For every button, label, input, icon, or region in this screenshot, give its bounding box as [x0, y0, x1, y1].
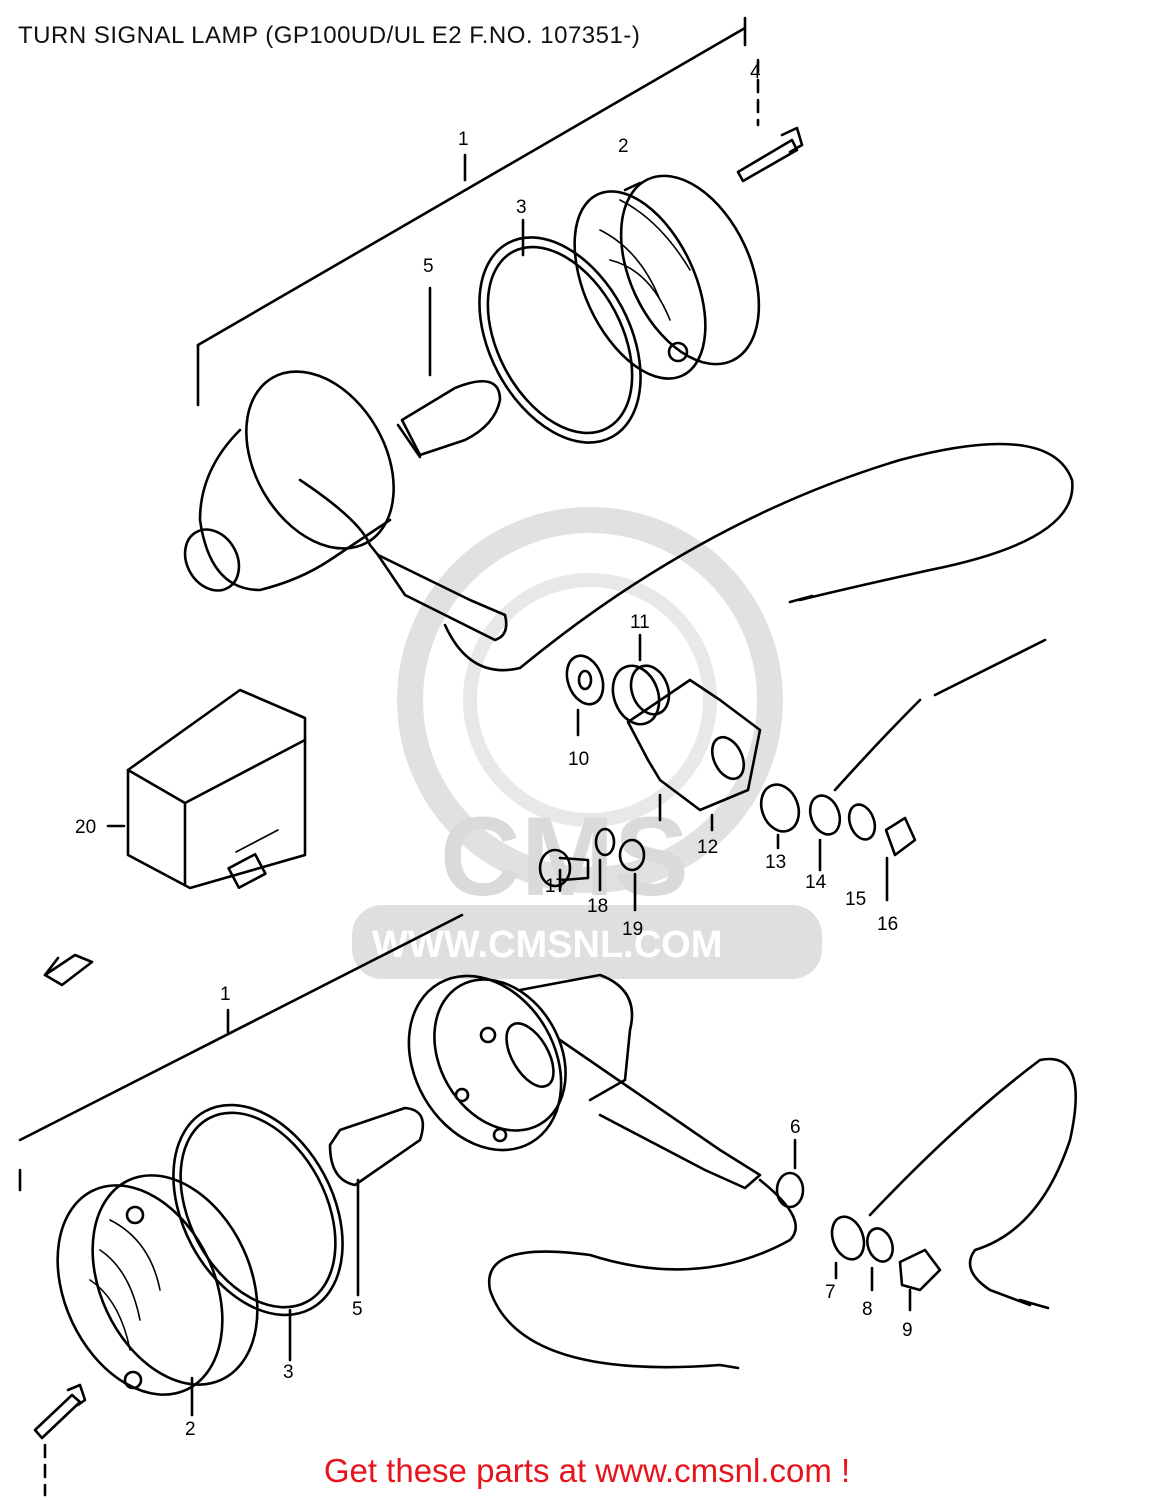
- label-upper-1: 1: [458, 129, 469, 150]
- label-12: 12: [697, 837, 718, 858]
- watermark-url: WWW.CMSNL.COM: [372, 924, 722, 966]
- label-7: 7: [825, 1282, 836, 1303]
- upper-turn-signal-assembly: [183, 16, 1074, 672]
- direction-arrow: [43, 953, 94, 987]
- label-upper-3: 3: [516, 197, 527, 218]
- gasket-3-upper: [478, 218, 642, 444]
- label-19: 19: [622, 919, 643, 940]
- washer-6: [775, 1171, 805, 1209]
- label-10: 10: [568, 749, 589, 770]
- lockwasher-8: [866, 1227, 894, 1263]
- part-number-labels: 1 2 3 4 5 10 11 12 13 14 15 16 17 18 19 …: [75, 62, 913, 1440]
- housing-upper: [183, 370, 508, 642]
- label-8: 8: [862, 1299, 873, 1320]
- label-lower-2: 2: [185, 1419, 196, 1440]
- wire-upper: [443, 442, 1074, 672]
- screw-4-lower: [33, 1383, 87, 1497]
- lower-assembly-bracket: [18, 913, 464, 1142]
- washer-18: [594, 827, 616, 857]
- nut-9: [898, 1248, 942, 1292]
- wire-relay: [833, 638, 1047, 792]
- turn-signal-relay-20: [106, 688, 307, 890]
- upper-assembly-bracket: [196, 26, 747, 347]
- label-6: 6: [790, 1117, 801, 1138]
- bulb-5-upper: [396, 286, 502, 459]
- lens-2-upper: [573, 174, 761, 380]
- label-9: 9: [902, 1320, 913, 1341]
- label-lower-5: 5: [352, 1299, 363, 1320]
- relay-mount-hardware: [538, 633, 1047, 912]
- bushing-11: [611, 633, 671, 726]
- bulb-5-lower: [328, 1106, 425, 1297]
- washer-7: [830, 1215, 866, 1261]
- label-20: 20: [75, 817, 96, 838]
- lens-2-lower: [56, 1174, 259, 1417]
- label-14: 14: [805, 872, 827, 893]
- lockwasher-15: [847, 803, 877, 841]
- footer-link[interactable]: Get these parts at www.cmsnl.com !: [323, 1452, 851, 1489]
- watermark-logo-text: CMS: [440, 794, 689, 919]
- wire-lower-b: [868, 1057, 1077, 1307]
- label-15: 15: [845, 889, 866, 910]
- nut-16: [884, 816, 917, 857]
- label-13: 13: [765, 852, 786, 873]
- label-upper-4: 4: [750, 62, 761, 83]
- label-17: 17: [545, 876, 566, 897]
- label-lower-3: 3: [283, 1362, 294, 1383]
- label-16: 16: [877, 914, 898, 935]
- washer-10: [565, 654, 605, 706]
- label-18: 18: [587, 896, 608, 917]
- label-upper-2: 2: [618, 136, 629, 157]
- wire-lower-a: [487, 1178, 797, 1369]
- footer-promo: Get these parts at www.cmsnl.com !: [0, 1452, 1174, 1490]
- label-upper-5: 5: [423, 256, 434, 277]
- housing-lower: [407, 973, 762, 1190]
- washer-19: [618, 838, 646, 872]
- label-11: 11: [630, 612, 650, 633]
- lower-turn-signal-assembly: [18, 913, 1077, 1497]
- bolt-17: [538, 848, 590, 892]
- bracket-12: [626, 678, 762, 832]
- diagram-title: TURN SIGNAL LAMP (GP100UD/UL E2 F.NO. 10…: [18, 22, 641, 49]
- screw-4-upper: [736, 58, 804, 183]
- cms-watermark: CMS WWW.CMSNL.COM: [352, 507, 822, 979]
- label-lower-1: 1: [220, 984, 231, 1005]
- bushing-13: [759, 783, 801, 850]
- washer-14: [808, 794, 842, 836]
